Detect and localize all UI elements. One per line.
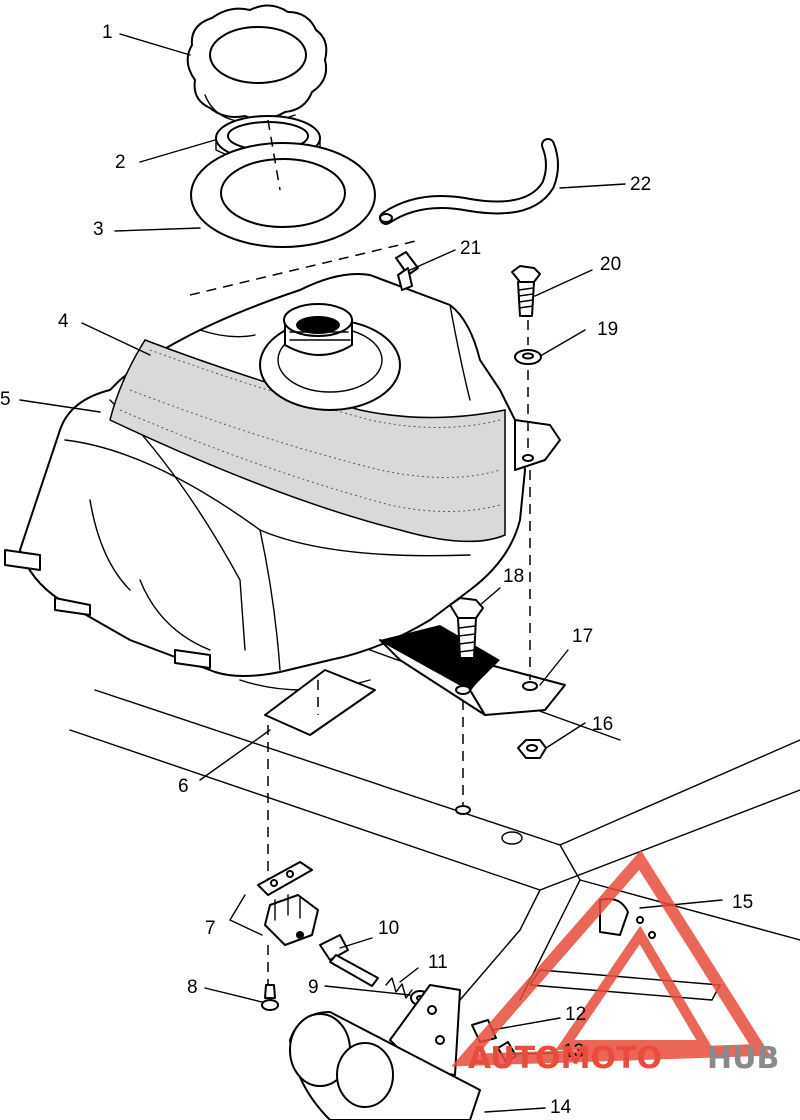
assembly-lines xyxy=(189,119,531,985)
watermark-text: AUTOMOTO HUB xyxy=(468,1041,779,1076)
filler-neck xyxy=(259,303,401,411)
callout-12: 12 xyxy=(565,1004,586,1025)
callout-6: 6 xyxy=(178,776,189,797)
watermark-text-gray: HUB xyxy=(707,1041,779,1076)
vent-hose xyxy=(379,138,559,225)
callout-7: 7 xyxy=(205,918,216,939)
valve-lever xyxy=(319,934,379,987)
callout-15: 15 xyxy=(732,892,753,913)
watermark-text-red: AUTOMOTO xyxy=(468,1041,662,1076)
handlebar-tube xyxy=(289,1011,481,1120)
callout-20: 20 xyxy=(600,254,621,275)
frame-mount-15 xyxy=(529,897,721,1001)
filler-ring xyxy=(190,142,376,248)
rubber-pad xyxy=(264,669,376,736)
fuel-cap xyxy=(186,4,328,124)
washer-19 xyxy=(514,349,542,365)
callout-8: 8 xyxy=(187,977,198,998)
screw-8 xyxy=(261,984,279,1011)
mount-bracket xyxy=(379,625,566,716)
callout-16: 16 xyxy=(592,714,613,735)
callout-5: 5 xyxy=(0,389,11,410)
bolt-18 xyxy=(449,597,484,659)
callout-21: 21 xyxy=(460,238,481,259)
callout-18: 18 xyxy=(503,566,524,587)
callout-labels: 1 2 3 4 5 6 7 8 9 10 11 12 13 14 15 16 1… xyxy=(0,22,753,1118)
vent-fitting xyxy=(395,251,419,291)
callout-11: 11 xyxy=(428,952,448,973)
tank-pad xyxy=(109,339,506,543)
nut-16 xyxy=(517,739,547,759)
fuel-valve xyxy=(257,861,319,946)
callout-13: 13 xyxy=(563,1041,584,1062)
callout-9: 9 xyxy=(308,977,319,998)
callout-1: 1 xyxy=(102,22,113,43)
callout-4: 4 xyxy=(58,311,69,332)
callout-17: 17 xyxy=(572,626,593,647)
callout-3: 3 xyxy=(93,219,104,240)
callout-2: 2 xyxy=(115,152,126,173)
callout-14: 14 xyxy=(550,1097,572,1118)
watermark-logo xyxy=(451,849,771,1067)
bolt-20 xyxy=(511,265,541,317)
spring-11 xyxy=(385,977,413,999)
callout-19: 19 xyxy=(597,319,618,340)
callout-10: 10 xyxy=(378,918,399,939)
callout-22: 22 xyxy=(630,174,651,195)
